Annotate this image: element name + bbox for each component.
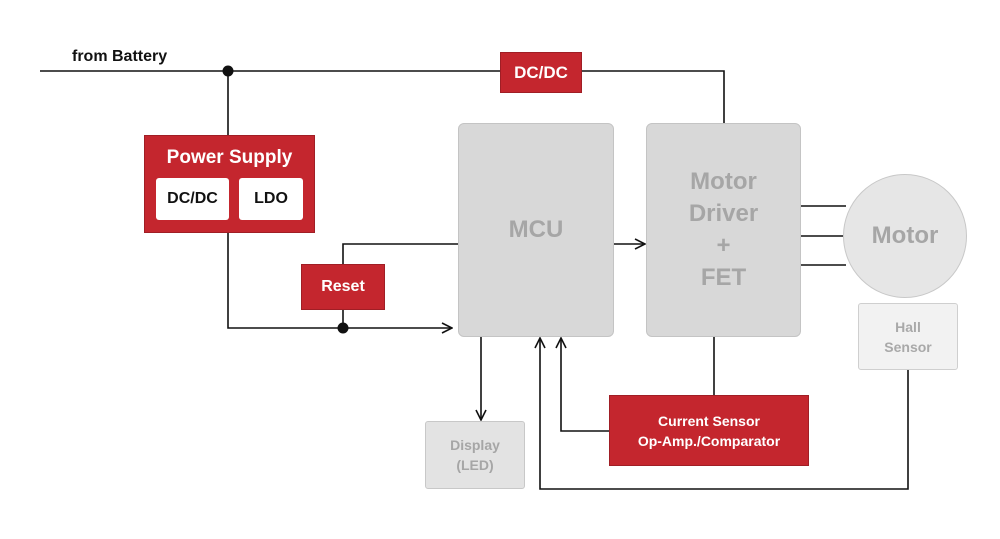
power-to-mcu-line: [227, 233, 452, 328]
reset-block: Reset: [301, 264, 385, 310]
reset-to-mcu-line: [342, 243, 458, 264]
motor-block: Motor: [843, 174, 967, 298]
ps-ldo-block: LDO: [239, 178, 303, 220]
mcu-block: MCU: [458, 123, 614, 337]
motor-driver-block: Motor Driver + FET: [646, 123, 801, 337]
power-supply-title: Power Supply: [166, 147, 293, 168]
current-sensor-feedback-line: [561, 338, 609, 432]
current-sensor-block: Current Sensor Op-Amp./Comparator: [609, 395, 809, 466]
dcdc-to-driver-line: [582, 70, 725, 123]
dcdc-top-block: DC/DC: [500, 52, 582, 93]
hall-feedback-line: [540, 338, 909, 490]
battery-label: from Battery: [72, 48, 168, 65]
junction-dot-bottom: [337, 322, 349, 334]
junction-dot-top: [222, 65, 234, 77]
hall-sensor-block: Hall Sensor: [858, 303, 958, 370]
display-block: Display (LED): [425, 421, 525, 489]
ps-dcdc-block: DC/DC: [156, 178, 229, 220]
